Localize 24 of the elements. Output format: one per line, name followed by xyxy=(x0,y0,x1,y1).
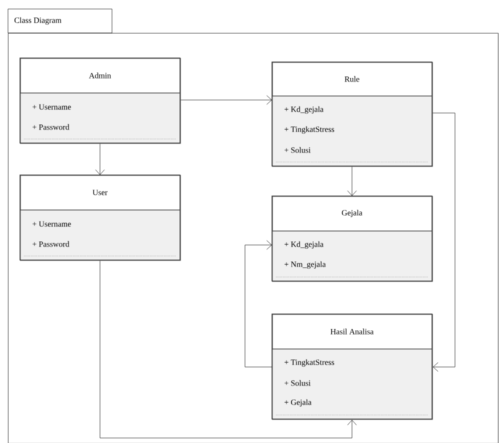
class-name: Hasil Analisa xyxy=(330,328,374,334)
attribute: + TingkatStress xyxy=(284,126,334,134)
arrow xyxy=(180,95,272,105)
arrow xyxy=(244,240,272,368)
arrow xyxy=(95,144,105,175)
frame-tab: Class Diagram xyxy=(8,8,112,34)
class-name: Rule xyxy=(344,76,360,82)
arrow xyxy=(100,260,357,438)
attribute: + Username xyxy=(32,221,71,227)
class-name: Admin xyxy=(88,72,111,78)
attribute: + Kd_gejala xyxy=(284,106,324,114)
attribute: + Kd_gejala xyxy=(284,241,324,249)
arrow xyxy=(432,112,456,372)
class-name: Gejala xyxy=(342,210,362,218)
attribute: + Gejala xyxy=(284,399,312,407)
arrow xyxy=(347,166,357,196)
attribute: + Nm_gejala xyxy=(284,261,326,269)
attribute: + Solusi xyxy=(284,380,311,386)
attribute: + Password xyxy=(32,124,70,130)
class-name: User xyxy=(92,190,108,196)
attribute: + TingkatStress xyxy=(284,359,334,367)
attribute: + Username xyxy=(32,104,71,110)
attribute: + Solusi xyxy=(284,147,311,153)
attribute: + Password xyxy=(32,241,70,247)
